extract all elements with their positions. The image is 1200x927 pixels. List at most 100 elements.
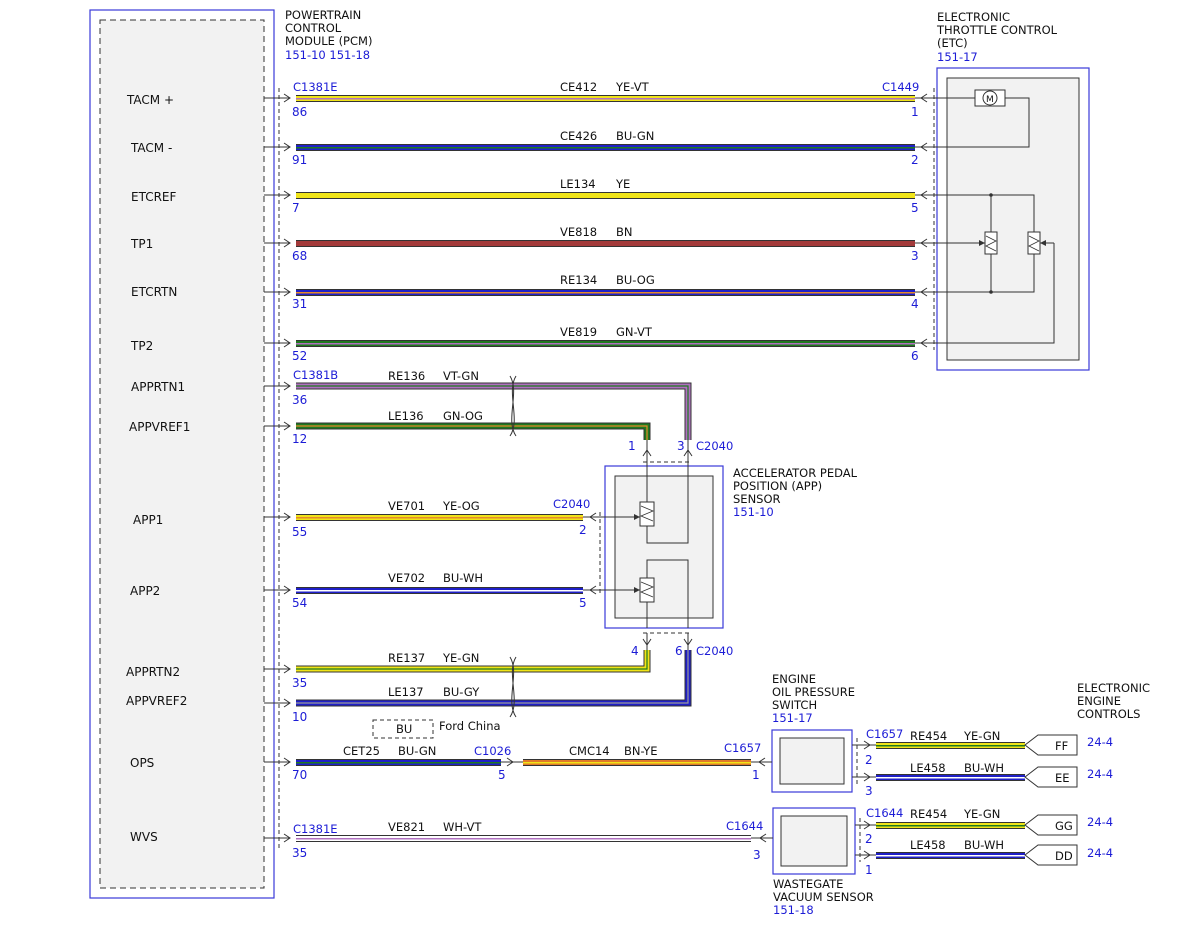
circuit-label: LE136 <box>388 409 424 423</box>
color-label: YE <box>615 177 630 191</box>
app-title-line-3: SENSOR <box>733 492 781 506</box>
color-label: GN-VT <box>616 325 653 339</box>
color-label: BU-WH <box>964 838 1004 852</box>
eec-tag-dd-ref[interactable]: 24-4 <box>1087 846 1113 860</box>
circuit-labels: CE412 YE-VT CE426 BU-GN LE134 YE VE818 B… <box>343 80 1004 852</box>
color-label: BN-YE <box>624 744 658 758</box>
wires <box>296 95 1025 859</box>
app-potentiometer-2-icon <box>639 577 655 603</box>
circuit-label: LE458 <box>910 838 946 852</box>
oil-ref-link[interactable]: 151-17 <box>772 711 813 725</box>
eec-tag-dd[interactable] <box>1024 844 1078 866</box>
connector-inline-c1026[interactable]: C1026 <box>474 744 511 758</box>
etc-motor-icon <box>982 90 998 106</box>
color-label: BU-WH <box>964 761 1004 775</box>
eec-tag-ff[interactable] <box>1024 734 1078 756</box>
circuit-label: LE137 <box>388 685 424 699</box>
eec-tag-gg-ref[interactable]: 24-4 <box>1087 815 1113 829</box>
pin-number: 1 <box>752 768 760 782</box>
pin-number: 5 <box>579 596 587 610</box>
signal-label-wvs: WVS <box>130 830 158 844</box>
connector-pcm-c1381e-top[interactable]: C1381E <box>293 80 338 94</box>
etc-module-body <box>946 77 1080 361</box>
twisted-pair-2-icon <box>509 656 517 718</box>
pcm-module-body <box>99 19 265 889</box>
pin-number: 12 <box>292 432 307 446</box>
circuit-label: RE136 <box>388 369 425 383</box>
pin-number: 54 <box>292 596 307 610</box>
pin-number: 2 <box>865 753 873 767</box>
etc-ref-link[interactable]: 151-17 <box>937 50 978 64</box>
connector-app-c2040-top[interactable]: C2040 <box>696 439 733 453</box>
eec-tag-ff-ref[interactable]: 24-4 <box>1087 735 1113 749</box>
connector-pcm-c1381e-bottom[interactable]: C1381E <box>293 822 338 836</box>
connector-etc-c1449[interactable]: C1449 <box>882 80 919 94</box>
pin-number: 3 <box>677 439 685 453</box>
option-note-box <box>372 719 434 739</box>
pin-number: 4 <box>911 297 919 311</box>
circuit-label: VE819 <box>560 325 597 339</box>
connector-app-c2040-side[interactable]: C2040 <box>553 497 590 511</box>
connector-app-c2040-bottom[interactable]: C2040 <box>696 644 733 658</box>
signal-label-appvref2: APPVREF2 <box>126 694 187 708</box>
pin-number: 3 <box>865 784 873 798</box>
app-ref-link[interactable]: 151-10 <box>733 505 774 519</box>
connector-pcm-c1381b[interactable]: C1381B <box>293 368 338 382</box>
pcm-module <box>89 9 275 899</box>
eec-tag-ff-label: FF <box>1055 739 1068 753</box>
signal-label-app2: APP2 <box>130 584 160 598</box>
app-potentiometer-1-icon <box>639 501 655 527</box>
pin-number: 55 <box>292 525 307 539</box>
pin-number: 1 <box>628 439 636 453</box>
app-title-line-2: POSITION (APP) <box>733 479 822 493</box>
eec-tag-ee[interactable] <box>1024 766 1078 788</box>
oil-title-line-2: OIL PRESSURE <box>772 685 855 699</box>
signal-label-tp1: TP1 <box>130 237 153 251</box>
eec-tag-gg-label: GG <box>1055 819 1073 833</box>
pcm-pin-stubs <box>264 93 291 843</box>
wastegate-sensor <box>772 807 856 875</box>
eec-tag-gg[interactable] <box>1024 814 1078 836</box>
oil-title-line-3: SWITCH <box>772 698 817 712</box>
pin-number: 2 <box>911 153 919 167</box>
signal-label-tacm-plus: TACM + <box>126 93 174 107</box>
circuit-label: VE821 <box>388 820 425 834</box>
oil-switch-body <box>779 737 845 785</box>
pin-number: 5 <box>911 201 919 215</box>
etc-pin-arrows <box>915 93 934 348</box>
circuit-label: CMC14 <box>569 744 610 758</box>
eec-tag-ee-ref[interactable]: 24-4 <box>1087 767 1113 781</box>
circuit-label: CE426 <box>560 129 597 143</box>
app-sensor-module <box>600 462 724 629</box>
pin-number: 70 <box>292 768 307 782</box>
wastegate-body <box>780 815 848 867</box>
color-label: YE-GN <box>442 651 479 665</box>
signal-label-apprtn2: APPRTN2 <box>126 665 180 679</box>
pin-number: 86 <box>292 105 307 119</box>
option-note-text: Ford China <box>439 719 501 733</box>
pin-number: 36 <box>292 393 307 407</box>
circuit-label: VE818 <box>560 225 597 239</box>
connector-oil-c1657-left[interactable]: C1657 <box>724 741 761 755</box>
color-label: YE-OG <box>442 499 480 513</box>
pcm-signal-labels: TACM + TACM - ETCREF TP1 ETCRTN TP2 APPR… <box>126 93 190 844</box>
connector-oil-c1657-right[interactable]: C1657 <box>866 727 903 741</box>
pin-number: 7 <box>292 201 300 215</box>
eec-tag-dd-label: DD <box>1055 849 1073 863</box>
circuit-label: VE701 <box>388 499 425 513</box>
pin-numbers: 86 91 7 68 31 52 36 12 55 54 35 10 70 35… <box>292 105 919 877</box>
circuit-label: CE412 <box>560 80 597 94</box>
signal-label-ops: OPS <box>130 756 154 770</box>
color-label: BU-GN <box>616 129 654 143</box>
color-label: WH-VT <box>443 820 482 834</box>
wastegate-ref-link[interactable]: 151-18 <box>773 903 814 917</box>
pcm-ref-link[interactable]: 151-10 151-18 <box>285 48 370 62</box>
pcm-title-line-3: MODULE (PCM) <box>285 34 372 48</box>
color-label: BU-GN <box>398 744 436 758</box>
connector-wastegate-c1644-right[interactable]: C1644 <box>866 806 903 820</box>
etc-title-line-3: (ETC) <box>937 36 968 50</box>
connector-wastegate-c1644-left[interactable]: C1644 <box>726 819 763 833</box>
signal-label-appvref1: APPVREF1 <box>129 420 190 434</box>
color-label: BU-GY <box>443 685 480 699</box>
